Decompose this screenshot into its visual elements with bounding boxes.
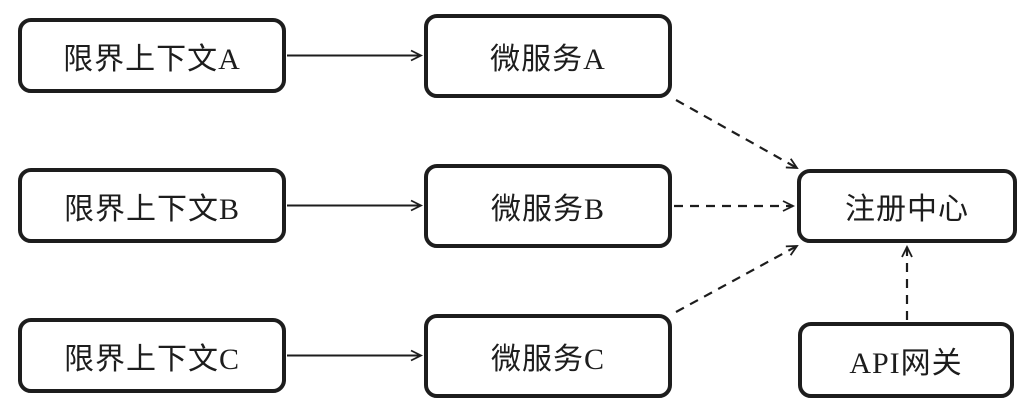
node-microservice-a: 微服务A <box>424 14 672 98</box>
node-api-gateway: API网关 <box>798 322 1014 398</box>
node-bounded-context-b: 限界上下文B <box>18 168 286 243</box>
node-bounded-context-a: 限界上下文A <box>18 18 286 93</box>
node-microservice-c: 微服务C <box>424 314 672 398</box>
edge-microservice-a-to-registry-center <box>675 99 799 169</box>
node-microservice-b: 微服务B <box>424 164 672 248</box>
node-registry-center: 注册中心 <box>797 169 1017 243</box>
node-bounded-context-c: 限界上下文C <box>18 318 286 393</box>
edge-microservice-c-to-registry-center <box>675 245 799 313</box>
